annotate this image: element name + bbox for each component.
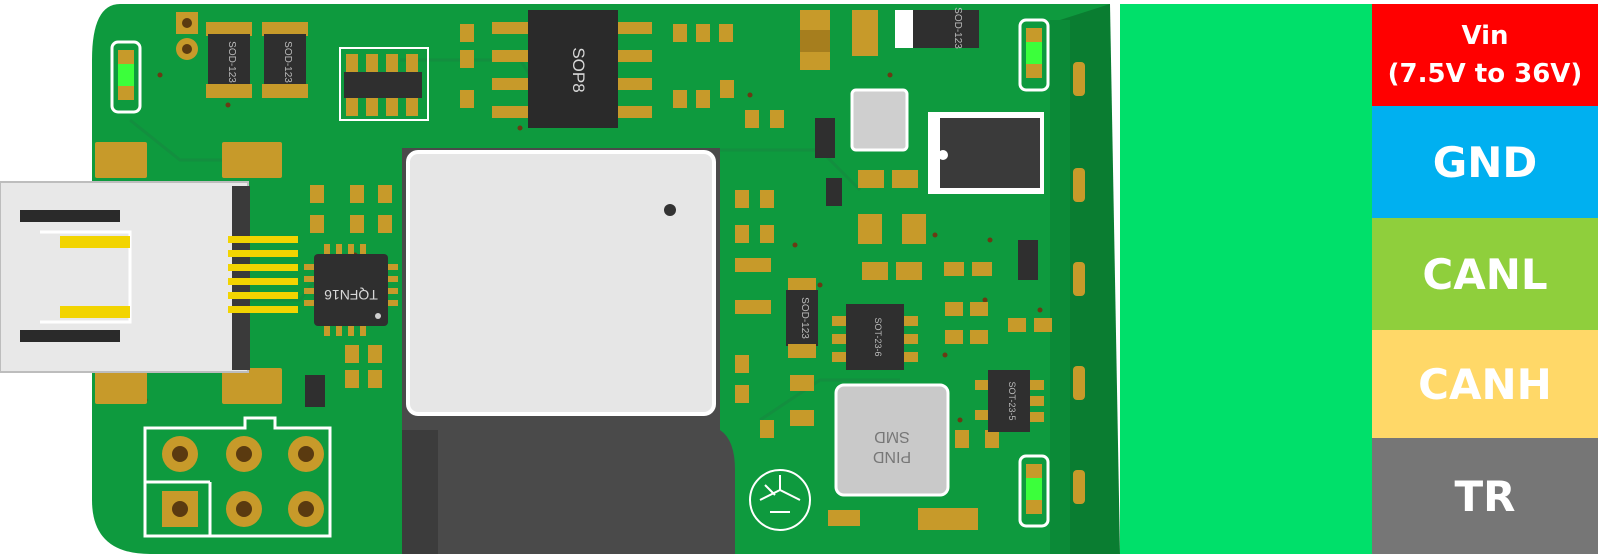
ic-sop8: SOP8 [492, 10, 652, 128]
sod-2-label: SOD-123 [282, 41, 293, 83]
sod-3-label: SOD-123 [952, 7, 963, 49]
terminal-block-body [1060, 4, 1120, 554]
wireless-module [402, 148, 735, 554]
terminal-block-side [1050, 20, 1070, 554]
pin-vin: Vin (7.5V to 36V) [1372, 4, 1598, 106]
led-top-left [110, 40, 142, 114]
pin-legend: Vin (7.5V to 36V) GND CANL CANH TR [1372, 4, 1598, 554]
pin-vin-name: Vin [1461, 21, 1509, 51]
usb-pads [95, 142, 282, 404]
pin-tr: TR [1372, 438, 1598, 554]
capacitor-top [800, 10, 878, 70]
sod-1-label: SOD-123 [226, 41, 237, 83]
pin-canh: CANH [1372, 330, 1598, 438]
sot-1-label: SOT-23-6 [873, 317, 883, 356]
terminal-pins [1073, 62, 1085, 504]
tqfn-label: TQFN16 [324, 287, 378, 303]
diode-sod-1: SOD-123 [206, 22, 252, 98]
inductor-label-1: SMD [874, 428, 910, 445]
regulator-dpak [928, 112, 1044, 194]
crystal-silver [850, 88, 909, 152]
inductor-label-2: PIND [873, 448, 911, 465]
diode-sod-3: SOD-123 [895, 7, 979, 49]
led-top-right [1018, 18, 1050, 92]
diode-sod-4: SOD-123 [786, 278, 818, 358]
circuit-logo [749, 469, 811, 531]
mini-usb-connector[interactable] [0, 181, 298, 373]
diode-sod-2: SOD-123 [262, 22, 308, 98]
screw-terminal-block [1120, 4, 1372, 554]
pin-vin-range: (7.5V to 36V) [1387, 59, 1583, 89]
header-2x3 [143, 416, 332, 538]
sop8-label: SOP8 [569, 47, 588, 92]
sod-4-label: SOD-123 [799, 297, 810, 339]
ic-sot23-6: SOT-23-6 [832, 304, 918, 370]
led-bottom-right [1018, 454, 1050, 528]
passives-top [460, 24, 784, 128]
passives-mid [310, 170, 1052, 530]
sot-2-label: SOT-23-5 [1007, 381, 1017, 420]
inductor-smd: SMD PIND [834, 383, 950, 497]
gold-vias-top [176, 12, 198, 60]
ic-tqfn16: TQFN16 [304, 244, 398, 336]
pin-gnd: GND [1372, 106, 1598, 218]
pin-canl: CANL [1372, 218, 1598, 330]
ic-sot23-5: SOT-23-5 [975, 370, 1044, 432]
small-ics [305, 118, 1038, 407]
resistor-array [339, 47, 429, 121]
